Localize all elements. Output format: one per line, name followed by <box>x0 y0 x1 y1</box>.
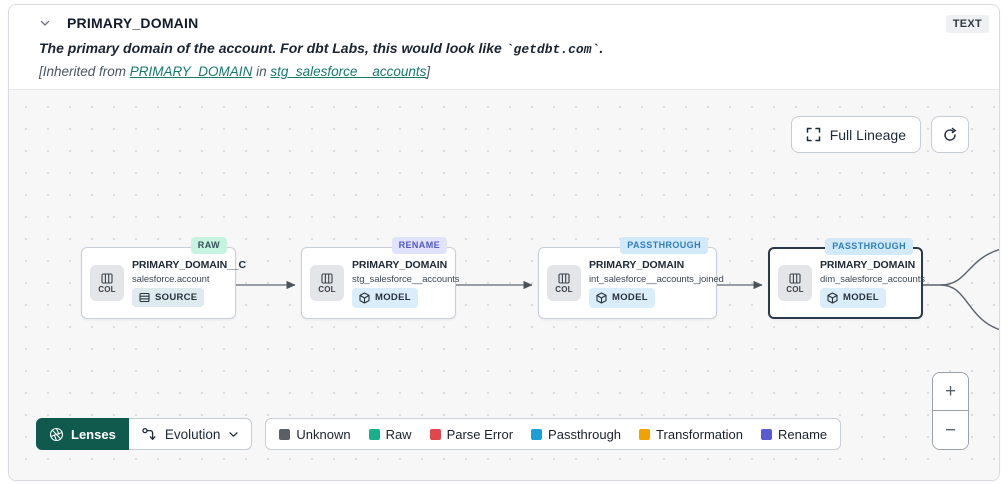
legend-item-passthrough: Passthrough <box>531 427 621 442</box>
zoom-in-button[interactable]: + <box>933 373 968 411</box>
canvas-footer: Lenses Evolution Unknown Raw Parse Error… <box>36 418 842 450</box>
legend-item-transformation: Transformation <box>639 427 743 442</box>
resource-badge: MODEL <box>589 287 655 308</box>
zoom-controls: + − <box>932 372 969 450</box>
column-type-badge: TEXT <box>945 15 989 33</box>
column-lineage-panel: PRIMARY_DOMAIN TEXT The primary domain o… <box>8 4 1000 481</box>
status-badge: RAW <box>190 237 227 254</box>
model-cube-icon <box>827 291 838 304</box>
lenses-group: Lenses Evolution <box>36 418 253 450</box>
fullscreen-icon <box>806 127 821 142</box>
legend-swatch <box>639 428 651 440</box>
columns-icon <box>558 272 570 284</box>
status-badge: PASSTHROUGH <box>825 238 913 255</box>
column-header: PRIMARY_DOMAIN TEXT The primary domain o… <box>9 5 999 90</box>
lineage-node-intermediate[interactable]: PASSTHROUGH COL PRIMARY_DOMAIN int_sales… <box>538 237 724 319</box>
node-subtitle: dim_salesforce_accounts <box>820 273 925 285</box>
column-chip: COL <box>547 265 581 301</box>
column-chip: COL <box>778 265 812 301</box>
evolution-legend: Unknown Raw Parse Error Passthrough Tran… <box>265 418 842 450</box>
refresh-button[interactable] <box>931 116 969 153</box>
lens-select-dropdown[interactable]: Evolution <box>128 418 253 450</box>
model-cube-icon <box>359 291 370 304</box>
legend-swatch <box>279 428 291 440</box>
refresh-icon <box>942 127 958 143</box>
legend-swatch <box>760 428 772 440</box>
node-title: PRIMARY_DOMAIN <box>352 258 448 271</box>
columns-icon <box>101 272 113 284</box>
inline-code: `getdbt.com` <box>505 42 600 57</box>
resource-badge: SOURCE <box>132 288 205 307</box>
lineage-node-staging[interactable]: RENAME COL PRIMARY_DOMAIN stg_salesforce… <box>301 237 460 319</box>
zoom-out-button[interactable]: − <box>933 411 968 449</box>
evolution-route-icon <box>141 427 157 442</box>
columns-icon <box>789 272 801 284</box>
node-title: PRIMARY_DOMAIN <box>589 258 685 271</box>
legend-item-parse-error: Parse Error <box>429 427 513 442</box>
legend-item-rename: Rename <box>760 427 827 442</box>
resource-badge: MODEL <box>820 287 886 308</box>
legend-swatch <box>368 428 380 440</box>
full-lineage-button[interactable]: Full Lineage <box>790 116 921 153</box>
node-subtitle: int_salesforce__accounts_joined <box>589 273 724 285</box>
lenses-button[interactable]: Lenses <box>36 418 129 450</box>
legend-item-unknown: Unknown <box>279 427 351 442</box>
model-cube-icon <box>596 291 607 304</box>
inherited-column-link[interactable]: PRIMARY_DOMAIN <box>129 64 253 79</box>
lineage-node-source[interactable]: RAW COL PRIMARY_DOMAIN__C salesforce.acc… <box>81 237 247 319</box>
node-subtitle: salesforce.account <box>132 274 210 285</box>
legend-swatch <box>429 428 441 440</box>
lineage-node-dim-selected[interactable]: PASSTHROUGH COL PRIMARY_DOMAIN dim_sales… <box>768 238 925 319</box>
aperture-icon <box>49 427 64 442</box>
lineage-edges <box>236 248 999 331</box>
canvas-toolbar: Full Lineage <box>790 116 969 153</box>
lineage-canvas[interactable]: Full Lineage RAW COL PRIMARY_DOMAIN__C s… <box>9 90 999 480</box>
chevron-down-icon <box>228 429 239 440</box>
resource-badge: MODEL <box>352 287 418 308</box>
legend-swatch <box>531 428 543 440</box>
columns-icon <box>321 272 333 284</box>
node-subtitle: stg_salesforce__accounts <box>352 273 460 285</box>
column-chip: COL <box>90 265 124 301</box>
legend-item-raw: Raw <box>368 427 412 442</box>
status-badge: RENAME <box>391 237 447 254</box>
inherited-from-note: [Inherited from PRIMARY_DOMAIN in stg_sa… <box>39 64 431 79</box>
inherited-model-link[interactable]: stg_salesforce__accounts <box>270 64 427 79</box>
node-title: PRIMARY_DOMAIN__C <box>132 259 247 271</box>
column-description: The primary domain of the account. For d… <box>39 40 604 57</box>
status-badge: PASSTHROUGH <box>620 237 708 254</box>
collapse-chevron-icon[interactable] <box>39 17 51 29</box>
page-title: PRIMARY_DOMAIN <box>67 15 199 31</box>
source-table-icon <box>139 292 150 303</box>
node-title: PRIMARY_DOMAIN <box>820 258 916 271</box>
column-chip: COL <box>310 265 344 301</box>
